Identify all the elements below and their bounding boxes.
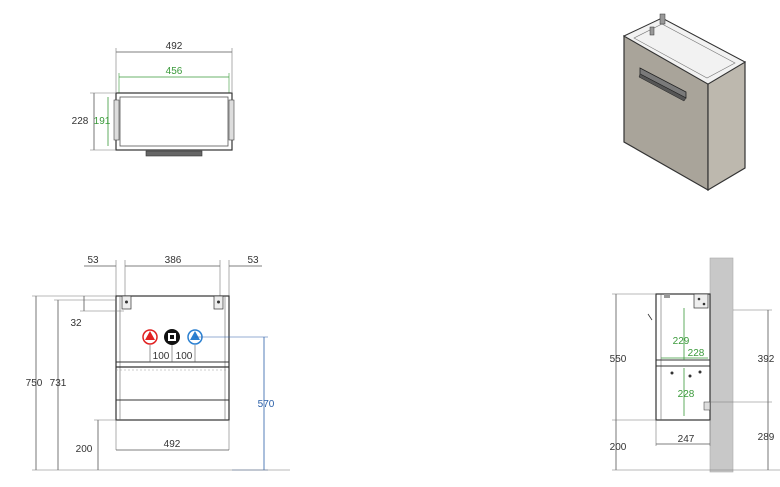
top-view: 492 456 228 191 [72, 41, 235, 157]
cabinet-3d-view [622, 13, 747, 192]
front-hole-spacing-label: 386 [165, 255, 182, 266]
wall-section [709, 257, 734, 473]
wall-upper-label: 392 [758, 354, 775, 365]
front-cabinet-outline [115, 295, 230, 421]
pipe-spacing-left-label: 100 [153, 351, 170, 362]
front-left-offset-label: 53 [87, 255, 99, 266]
pipe-height-label: 570 [258, 399, 275, 410]
front-floor-clearance-label: 200 [76, 444, 93, 455]
side-floor-clearance-label: 200 [610, 442, 627, 453]
pipe-spacing-right-label: 100 [176, 351, 193, 362]
drain-icon [164, 329, 180, 345]
side-depth-label: 247 [678, 434, 695, 445]
hot-water-icon [142, 329, 158, 345]
front-bottom-width-label: 492 [164, 439, 181, 450]
front-body-height-label: 731 [50, 378, 67, 389]
side-bracket [693, 293, 709, 309]
side-upper-inner-label: 229 [673, 336, 690, 347]
side-lower-inner-label: 228 [678, 389, 695, 400]
front-total-height-label: 750 [26, 378, 43, 389]
top-inner-depth-label: 191 [94, 116, 111, 127]
side-cabinet-outline [655, 293, 711, 421]
front-bracket-offset-label: 32 [70, 318, 82, 329]
side-shelf-depth-label: 228 [688, 348, 705, 359]
front-view: 53 386 53 100 [26, 255, 290, 471]
side-body-height-label: 550 [610, 354, 627, 365]
top-depth-label: 228 [72, 116, 89, 127]
wall-lower-label: 289 [758, 432, 775, 443]
side-view: 229 228 228 550 200 247 392 289 [610, 257, 780, 473]
top-width-label: 492 [166, 41, 183, 52]
front-right-offset-label: 53 [247, 255, 259, 266]
top-cabinet-outline [115, 92, 233, 151]
top-handle [145, 150, 203, 157]
top-inner-width-label: 456 [166, 66, 183, 77]
